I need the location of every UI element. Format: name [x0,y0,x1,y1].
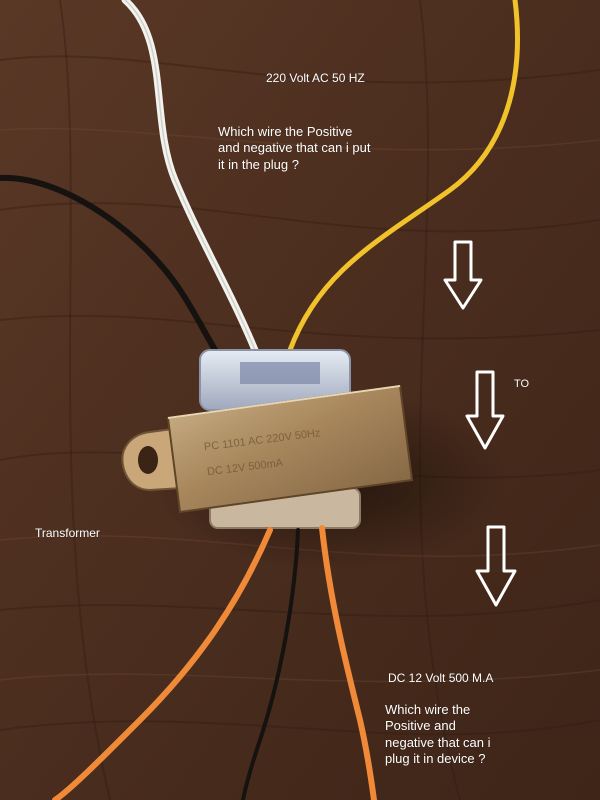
transformer-label: Transformer [35,526,100,540]
output-spec-label: DC 12 Volt 500 M.A [388,671,494,685]
black-input-wire [0,174,228,368]
input-spec-label: 220 Volt AC 50 HZ [266,71,365,85]
down-arrow-icon [475,525,517,607]
orange-output-wire-right [319,525,377,800]
to-label: TO [514,378,530,390]
down-arrow-icon [443,240,483,310]
output-question-label: Which wire the Positive and negative tha… [385,702,491,766]
black-output-wire [241,528,300,800]
orange-output-wire-left [52,527,273,800]
input-question-label: Which wire the Positive and negative tha… [218,124,371,172]
down-arrow-icon [465,370,505,450]
yellow-input-wire [287,0,520,353]
